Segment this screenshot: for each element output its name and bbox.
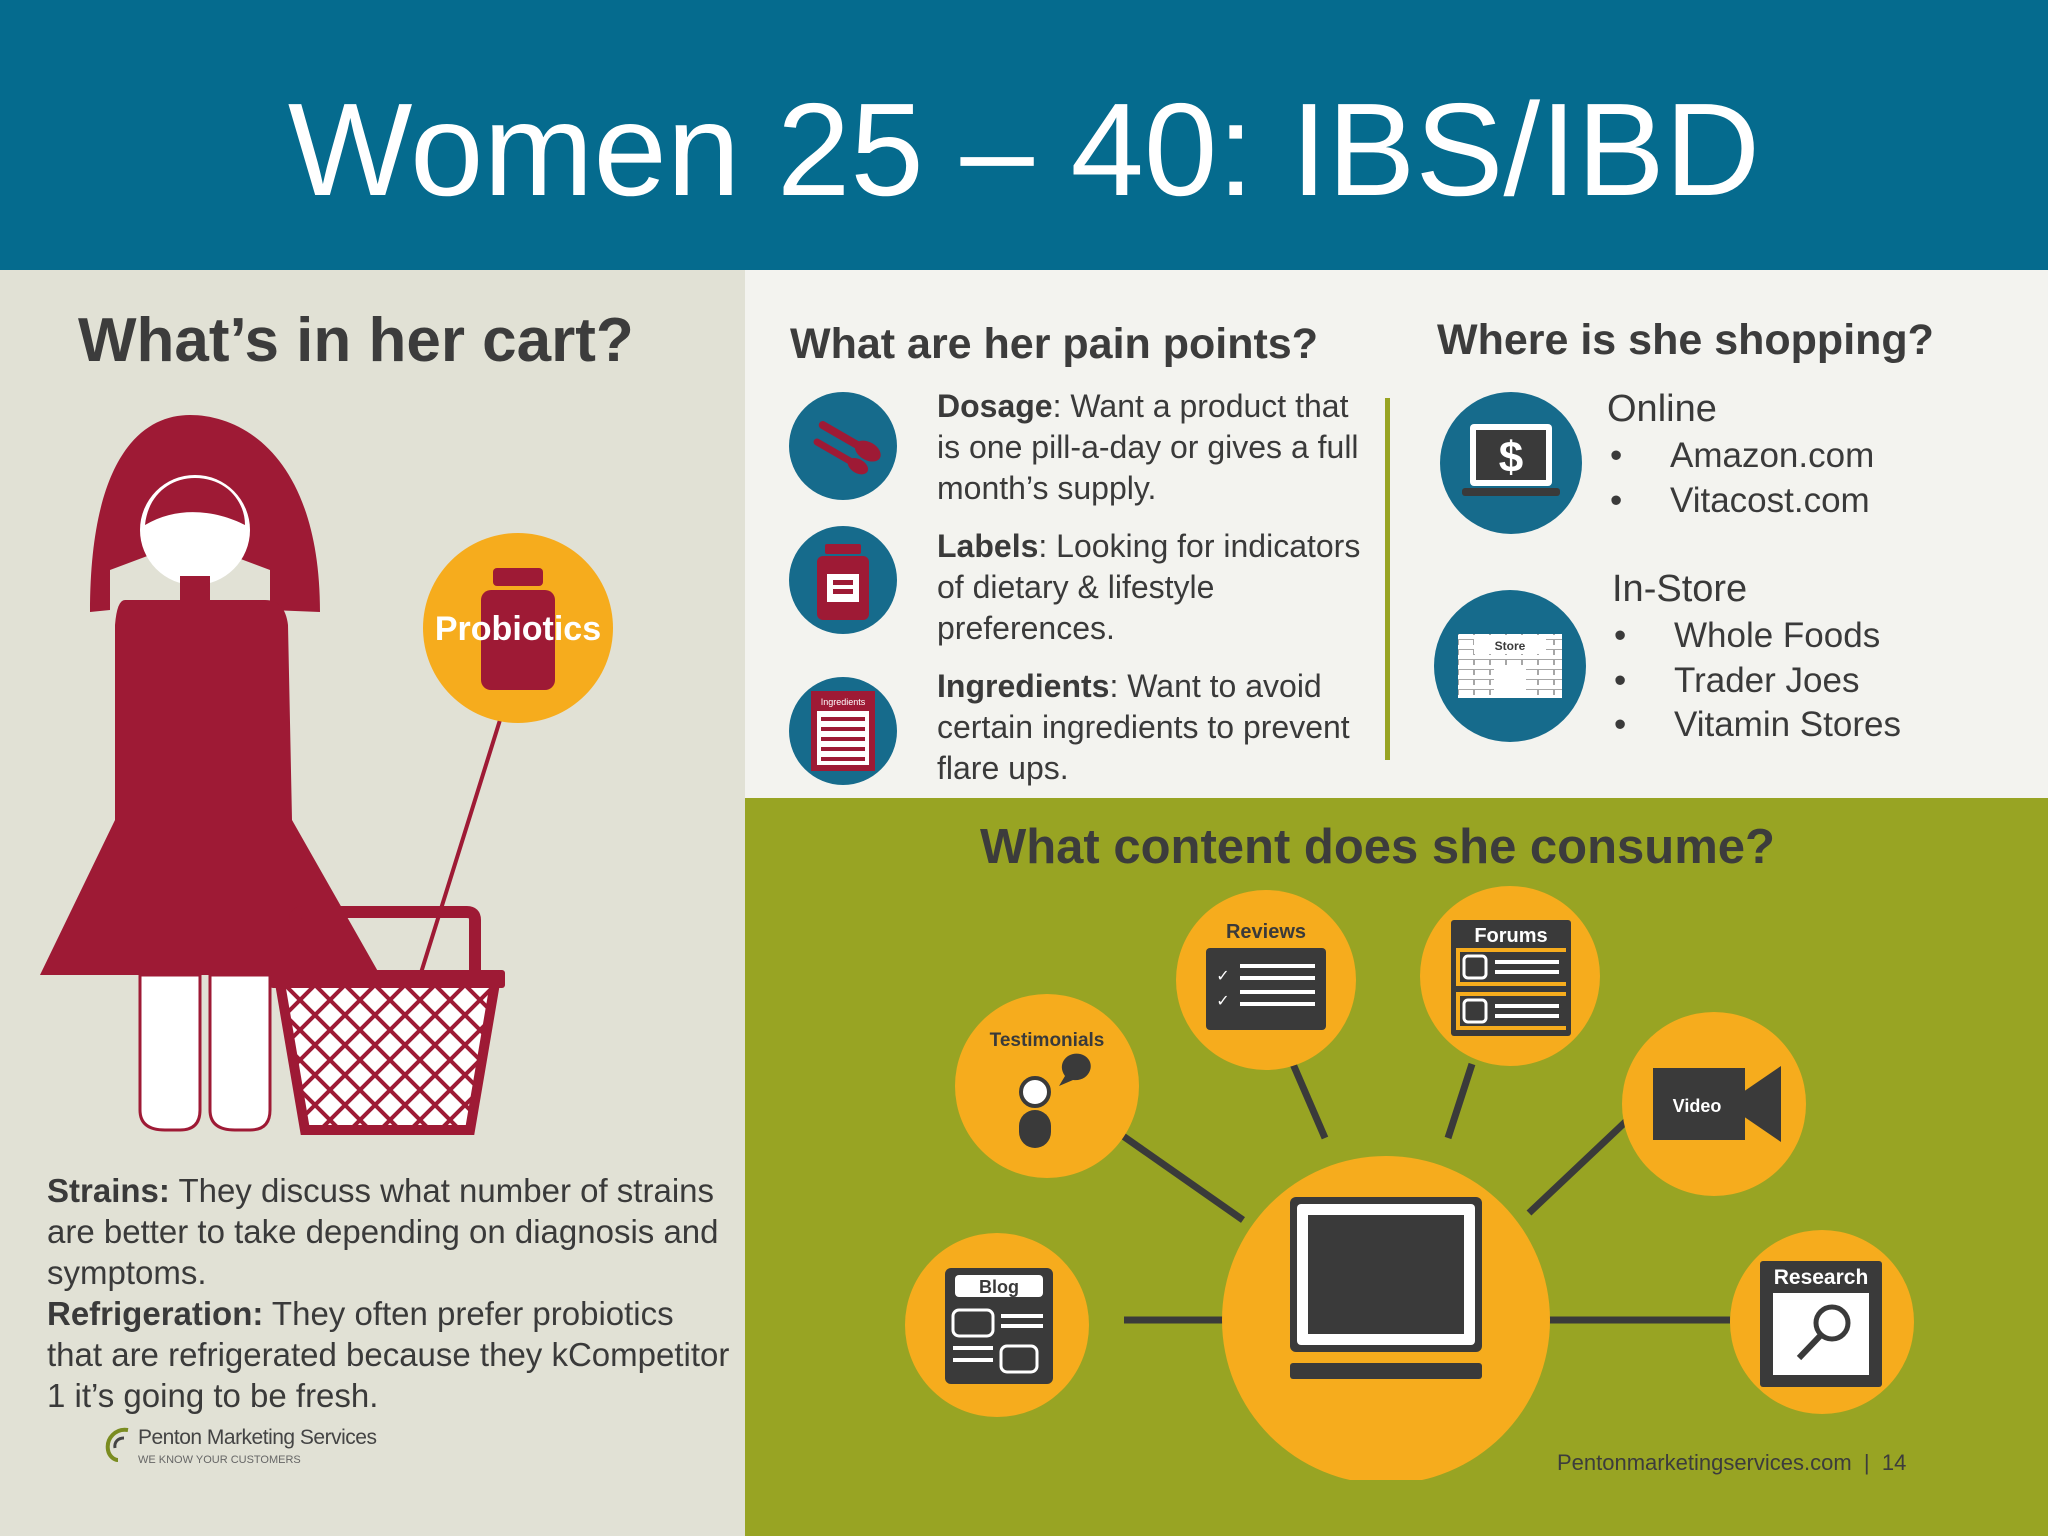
strains-text: They discuss what number of strains are … bbox=[47, 1172, 719, 1291]
basket-icon bbox=[270, 906, 505, 1135]
instore-stores-list: Whole Foods Trader Joes Vitamin Stores bbox=[1614, 614, 1901, 748]
instore-icon-circle: Store bbox=[1434, 590, 1586, 742]
page-number: 14 bbox=[1881, 1450, 1907, 1475]
dosage-text: : Want a product that is one pill-a-day … bbox=[937, 388, 1359, 506]
bottle-pointer-line bbox=[418, 719, 502, 977]
store-front-icon: Store bbox=[1458, 634, 1562, 698]
cart-heading: What’s in her cart? bbox=[78, 306, 634, 375]
refrigeration-label: Refrigeration: bbox=[47, 1295, 264, 1332]
store-icon-text: Store bbox=[1495, 639, 1526, 653]
online-label: Online bbox=[1607, 388, 1717, 430]
forums-label: Forums bbox=[1474, 925, 1547, 947]
content-heading: What content does she consume? bbox=[980, 820, 1775, 874]
probiotic-bottle-icon bbox=[481, 568, 555, 690]
woman-with-basket-illustration bbox=[40, 415, 505, 1135]
refrigeration-paragraph: Refrigeration: They often prefer probiot… bbox=[47, 1293, 737, 1416]
dosage-icon-circle bbox=[789, 392, 897, 500]
testimonials-node: Testimonials bbox=[955, 994, 1139, 1178]
instore-store-item: Whole Foods bbox=[1614, 614, 1901, 659]
connector-video bbox=[1526, 1107, 1641, 1216]
title-banner bbox=[0, 0, 2048, 270]
instore-store-item: Vitamin Stores bbox=[1614, 703, 1901, 748]
laptop-dollar-icon: $ bbox=[1462, 424, 1560, 496]
connector-forums bbox=[1444, 1062, 1476, 1140]
brand-logo: Penton Marketing Services WE KNOW YOUR C… bbox=[102, 1422, 377, 1472]
dollar-icon-text: $ bbox=[1499, 433, 1523, 482]
ingredients-icon-circle: Ingredients bbox=[789, 677, 897, 785]
shopping-heading: Where is she shopping? bbox=[1437, 316, 1934, 364]
footer-url: Pentonmarketingservices.com bbox=[1557, 1450, 1852, 1475]
ingredients-label-icon: Ingredients bbox=[811, 691, 875, 771]
forums-node: Forums bbox=[1420, 886, 1600, 1066]
footer: Pentonmarketingservices.com | 14 bbox=[1557, 1450, 1906, 1476]
dosage-pain-point: Dosage: Want a product that is one pill-… bbox=[937, 386, 1377, 509]
blog-label: Blog bbox=[979, 1277, 1019, 1297]
check-icon: ✓ bbox=[1216, 991, 1229, 1010]
ingredients-pain-point: Ingredients: Want to avoid certain ingre… bbox=[937, 666, 1377, 789]
ingredients-text: : Want to avoid certain ingredients to p… bbox=[937, 668, 1350, 786]
penton-swirl-icon bbox=[105, 1427, 129, 1462]
probiotics-label: Probiotics bbox=[434, 610, 602, 648]
brand-name: Penton Marketing Services bbox=[138, 1426, 377, 1449]
page-title: Women 25 – 40: IBS/IBD bbox=[287, 76, 1761, 223]
section-divider bbox=[1385, 398, 1390, 760]
reviews-label: Reviews bbox=[1226, 921, 1306, 943]
ingredients-icon-text: Ingredients bbox=[821, 697, 866, 707]
labels-pain-point: Labels: Looking for indicators of dietar… bbox=[937, 526, 1377, 649]
footer-separator: | bbox=[1863, 1450, 1870, 1475]
magnifier-icon bbox=[1796, 1333, 1823, 1361]
connector-reviews bbox=[1289, 1062, 1329, 1140]
instore-store-item: Trader Joes bbox=[1614, 659, 1901, 704]
woman-icon bbox=[40, 415, 380, 1132]
blog-node: Blog bbox=[905, 1233, 1089, 1417]
pain-points-heading: What are her pain points? bbox=[790, 320, 1318, 368]
testimonials-label: Testimonials bbox=[990, 1030, 1105, 1051]
check-icon: ✓ bbox=[1216, 966, 1229, 985]
video-node: Video bbox=[1622, 1012, 1806, 1196]
hub-computer-node bbox=[1222, 1156, 1550, 1480]
connector-testimonials bbox=[1120, 1133, 1246, 1223]
online-icon-circle: $ bbox=[1440, 392, 1582, 534]
dosage-label: Dosage bbox=[937, 388, 1053, 424]
refrigeration-text: They often prefer probiotics that are re… bbox=[47, 1295, 730, 1414]
research-node: Research bbox=[1730, 1230, 1914, 1414]
labels-icon-circle bbox=[789, 526, 897, 634]
online-store-item: Amazon.com bbox=[1610, 434, 1874, 479]
supplement-bottle-icon bbox=[817, 544, 869, 620]
brand-tagline: WE KNOW YOUR CUSTOMERS bbox=[138, 1454, 301, 1466]
ingredients-label: Ingredients bbox=[937, 668, 1110, 704]
labels-label: Labels bbox=[937, 528, 1039, 564]
cart-details: Strains: They discuss what number of str… bbox=[47, 1170, 737, 1416]
probiotics-circle: Probiotics bbox=[423, 533, 613, 723]
strains-paragraph: Strains: They discuss what number of str… bbox=[47, 1170, 737, 1293]
online-stores-list: Amazon.com Vitacost.com bbox=[1610, 434, 1874, 523]
research-label: Research bbox=[1774, 1266, 1869, 1289]
content-hub-diagram: Reviews ✓ ✓ Forums Testimonials Video bbox=[905, 886, 1914, 1480]
reviews-node: Reviews ✓ ✓ bbox=[1176, 890, 1356, 1070]
spoons-icon bbox=[813, 421, 881, 475]
strains-label: Strains: bbox=[47, 1172, 170, 1209]
online-store-item: Vitacost.com bbox=[1610, 479, 1874, 524]
instore-label: In-Store bbox=[1612, 568, 1748, 610]
labels-text: : Looking for indicators of dietary & li… bbox=[937, 528, 1361, 646]
video-label: Video bbox=[1673, 1096, 1722, 1116]
